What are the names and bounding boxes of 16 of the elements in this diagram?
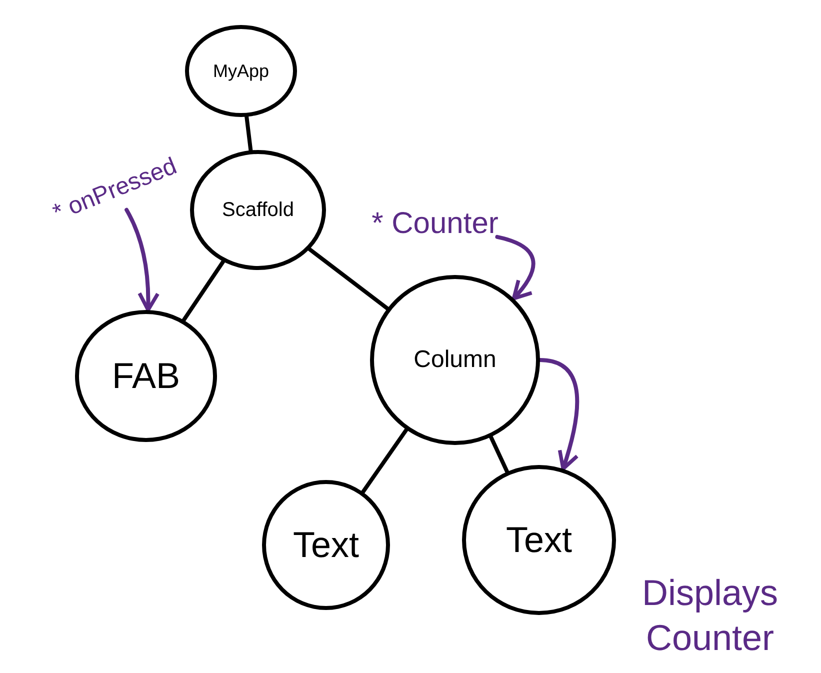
annotation-arrow [538,358,580,471]
widget-label: Column [414,345,496,375]
widget-label: Text [292,525,360,565]
annotation-arrow [495,234,536,301]
tree-connector [307,247,390,310]
widget-label: Text [506,520,572,560]
annotation-text: * Counter [350,205,520,243]
tree-connector [488,435,510,474]
widget-label: FAB [112,356,180,396]
annotation-text: Displays Counter [640,571,780,660]
tree-connector [182,260,226,322]
tree-connector [244,114,253,152]
widget-label: Scaffold [222,198,294,223]
annotation-arrow [124,208,160,312]
tree-connector [361,428,408,494]
widget-label: MyApp [212,60,270,83]
